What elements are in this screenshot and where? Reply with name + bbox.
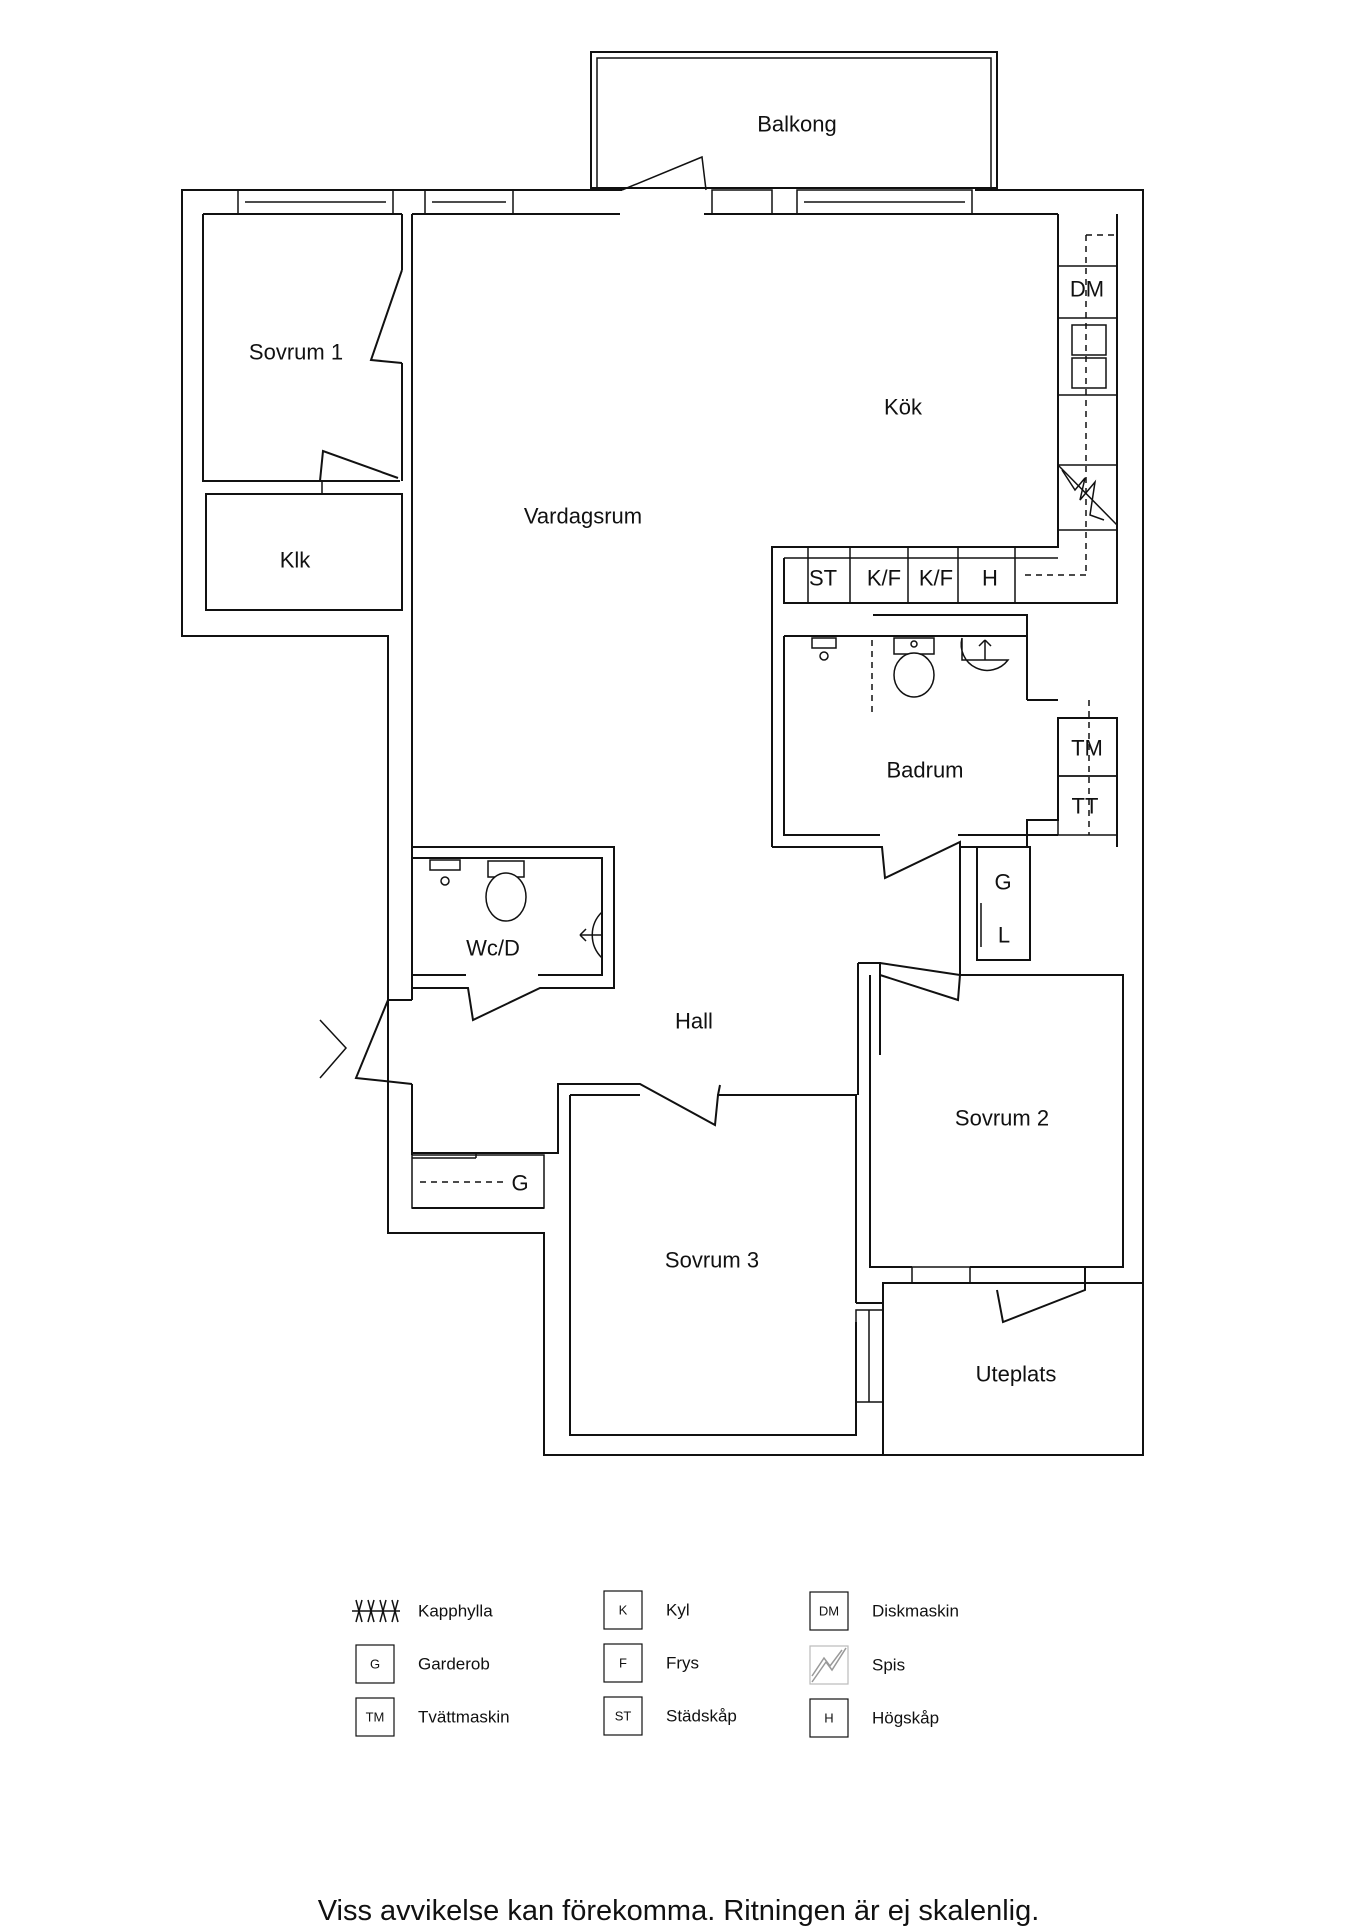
legend-item-garderob: G Garderob: [355, 1644, 490, 1684]
legend-item-frys: F Frys: [603, 1643, 699, 1683]
legend-code: F: [619, 1656, 627, 1671]
balcony: [590, 51, 998, 189]
legend-code: DM: [819, 1604, 839, 1619]
legend-item-kyl: K Kyl: [603, 1590, 690, 1630]
bedroom1-walls: [203, 214, 413, 1000]
wc-room: [412, 846, 615, 1022]
legend-label: Kapphylla: [418, 1602, 493, 1621]
legend-code: H: [824, 1711, 833, 1726]
legend-item-tvattmaskin: TM Tvättmaskin: [355, 1697, 510, 1737]
legend-label: Diskmaskin: [872, 1602, 959, 1621]
legend-label: Kyl: [666, 1601, 690, 1620]
entrance-door: [319, 999, 413, 1085]
room-label-wc: Wc/D: [466, 936, 520, 961]
room-label-kok: Kök: [884, 395, 923, 420]
legend-label: Tvättmaskin: [418, 1708, 510, 1727]
hall-walls: [411, 962, 1143, 1455]
room-label-klk: Klk: [280, 548, 312, 573]
fixture-label-kf1: K/F: [867, 566, 901, 591]
fixture-label-h: H: [982, 566, 998, 591]
legend-item-kapphylla: Kapphylla: [352, 1599, 493, 1623]
room-label-sovrum1: Sovrum 1: [249, 340, 343, 365]
legend-label: Städskåp: [666, 1707, 737, 1726]
fixture-label-g-entry: G: [511, 1171, 528, 1196]
fixture-label-dm: DM: [1070, 277, 1104, 302]
room-label-hall: Hall: [675, 1009, 713, 1034]
fixture-label-g-hall: G: [994, 870, 1011, 895]
exterior-walls: [181, 189, 1144, 1456]
legend-item-spis: Spis: [809, 1645, 905, 1685]
fixture-label-kf2: K/F: [919, 566, 953, 591]
legend-code: G: [370, 1657, 380, 1672]
legend: Kapphylla G Garderob TM Tvättmaskin K Ky…: [352, 1590, 959, 1738]
fixture-label-tm: TM: [1071, 736, 1103, 761]
spis-icon: [809, 1645, 849, 1685]
room-label-balkong: Balkong: [757, 112, 837, 137]
hall-storage: [959, 846, 1031, 975]
fixture-label-l-hall: L: [998, 923, 1010, 948]
room-label-sovrum3: Sovrum 3: [665, 1248, 759, 1273]
legend-label: Spis: [872, 1656, 905, 1675]
room-label-sovrum2: Sovrum 2: [955, 1106, 1049, 1131]
room-label-badrum: Badrum: [886, 758, 963, 783]
room-label-vardagsrum: Vardagsrum: [524, 504, 642, 529]
legend-item-hogskap: H Högskåp: [809, 1698, 939, 1738]
kitchen-counter: [771, 214, 1118, 847]
kapphylla-icon: [352, 1599, 400, 1623]
fixture-label-st: ST: [809, 566, 837, 591]
legend-code: TM: [366, 1710, 385, 1725]
legend-code: K: [619, 1603, 628, 1618]
legend-code: ST: [615, 1709, 632, 1724]
balcony-door: [621, 155, 707, 191]
disclaimer-text: Viss avvikelse kan förekomma. Ritningen …: [317, 1895, 1040, 1927]
legend-label: Frys: [666, 1654, 699, 1673]
fixture-label-tt: TT: [1072, 794, 1099, 819]
legend-label: Garderob: [418, 1655, 490, 1674]
bathroom: [772, 614, 1118, 880]
legend-label: Högskåp: [872, 1709, 939, 1728]
room-label-uteplats: Uteplats: [976, 1362, 1057, 1387]
legend-item-stadskap: ST Städskåp: [603, 1696, 737, 1736]
legend-item-diskmaskin: DM Diskmaskin: [809, 1591, 959, 1631]
